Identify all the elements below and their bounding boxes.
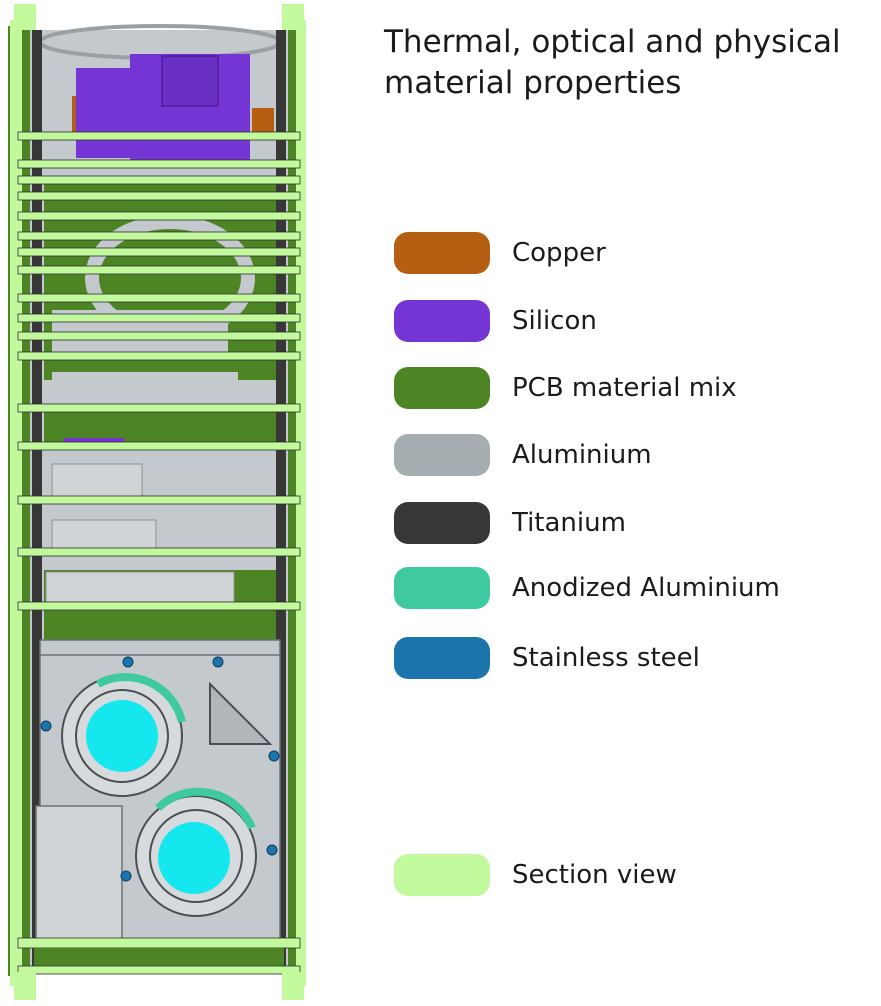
legend-item-aluminium: Aluminium: [394, 434, 652, 476]
tank-1-core: [86, 700, 158, 772]
tank-2-anodized-edge: [155, 787, 256, 830]
silicon-block-top: [161, 55, 219, 107]
legend-label: Titanium: [512, 508, 626, 538]
legend-label: Copper: [512, 238, 606, 268]
silicon-swatch: [394, 300, 490, 342]
satellite-cutaway-illustration: [8, 4, 306, 1000]
bottom-pcb: [34, 948, 284, 970]
aluminium-box-4: [51, 519, 157, 551]
rail-foot-bottom-right: [282, 972, 304, 1000]
aluminium-box-3: [51, 463, 143, 499]
anodized-aluminium-swatch: [394, 567, 490, 609]
bottom-plate: [17, 937, 301, 949]
legend-label: Section view: [512, 860, 677, 890]
legend-label: Stainless steel: [512, 643, 700, 673]
bottom-end-plate: [17, 965, 301, 975]
legend-item-copper: Copper: [394, 232, 606, 274]
tank-1-ring: [75, 689, 169, 783]
rail-foot-top-right: [282, 4, 304, 30]
legend-item-section-view: Section view: [394, 854, 677, 896]
legend-item-stainless-steel: Stainless steel: [394, 637, 700, 679]
left-rail-highlight: [10, 20, 22, 986]
triangle-bracket: [209, 681, 273, 745]
section-view-swatch: [394, 854, 490, 896]
legend-label: Silicon: [512, 306, 597, 336]
silicon-strip: [64, 438, 124, 444]
legend-label: Anodized Aluminium: [512, 573, 780, 603]
tank-1-anodized-edge: [96, 673, 186, 724]
copper-swatch: [394, 232, 490, 274]
right-rail-highlight: [296, 20, 306, 986]
tank-2-ring: [149, 809, 243, 903]
legend-item-anodized-aluminium: Anodized Aluminium: [394, 567, 780, 609]
legend-item-silicon: Silicon: [394, 300, 597, 342]
section-plates: [17, 131, 301, 611]
silicon-block-back: [76, 68, 130, 158]
stainless-bolts: [40, 656, 280, 882]
stainless-steel-swatch: [394, 637, 490, 679]
legend-label: Aluminium: [512, 440, 652, 470]
titanium-swatch: [394, 502, 490, 544]
legend-label: PCB material mix: [512, 373, 737, 403]
tank-2-core: [158, 822, 230, 894]
diagram-title: Thermal, optical and physical material p…: [384, 24, 841, 101]
aluminium-swatch: [394, 434, 490, 476]
aluminium-box-2: [52, 372, 238, 408]
rail-foot-top-left: [14, 4, 36, 30]
aluminium-box-5: [45, 571, 235, 603]
pcb-material-mix-swatch: [394, 367, 490, 409]
copper-block-right: [252, 108, 274, 136]
legend-item-pcb-material-mix: PCB material mix: [394, 367, 737, 409]
rail-foot-bottom-left: [14, 972, 36, 1000]
aluminium-box-bottom: [35, 805, 123, 941]
material-legend: Copper Silicon PCB material mix Aluminiu…: [394, 0, 874, 1006]
legend-item-titanium: Titanium: [394, 502, 626, 544]
